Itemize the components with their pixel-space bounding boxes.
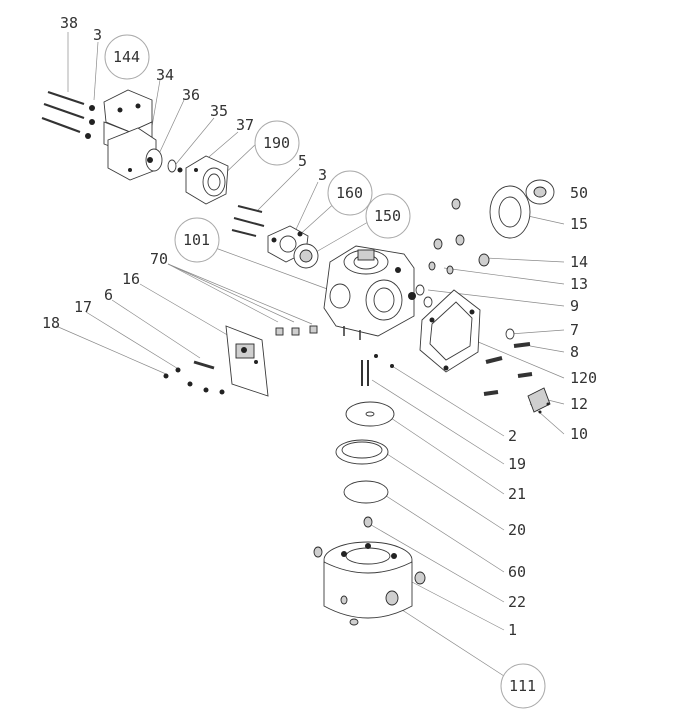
part-disc-50	[525, 179, 555, 205]
label-16: 16	[122, 270, 140, 288]
label-7: 7	[570, 321, 579, 339]
part-studs-5	[231, 205, 265, 237]
part-spring-22	[363, 516, 373, 528]
part-plate-16	[225, 325, 269, 397]
label-13: 13	[570, 275, 588, 293]
part-pump-housing-34	[107, 127, 163, 181]
leader-lines	[55, 32, 565, 677]
part-diaphragm-21	[345, 401, 395, 427]
label-12: 12	[570, 395, 588, 413]
part-orings-9	[415, 284, 433, 308]
label-70: 70	[150, 250, 168, 268]
label-35: 35	[210, 102, 228, 120]
part-ring-20	[335, 439, 389, 465]
part-seal-36	[167, 159, 183, 173]
label-19: 19	[508, 455, 526, 473]
label-144: 144	[113, 48, 140, 66]
label-36: 36	[182, 86, 200, 104]
label-3-upper: 3	[93, 26, 102, 44]
label-5: 5	[298, 152, 307, 170]
label-21: 21	[508, 485, 526, 503]
label-17: 17	[74, 298, 92, 316]
label-10: 10	[570, 425, 588, 443]
part-cover-120	[419, 289, 481, 373]
part-screws-70	[275, 325, 318, 336]
label-111: 111	[509, 677, 536, 695]
label-bubbles	[104, 34, 546, 709]
label-50: 50	[570, 184, 588, 202]
label-1: 1	[508, 621, 517, 639]
label-60: 60	[508, 563, 526, 581]
label-3-lower: 3	[318, 166, 327, 184]
part-nuts-14	[433, 198, 490, 267]
label-14: 14	[570, 253, 588, 271]
label-160: 160	[336, 184, 363, 202]
part-pin-6	[163, 360, 225, 395]
label-190: 190	[263, 134, 290, 152]
part-lower-housing-1	[313, 541, 426, 626]
label-6: 6	[104, 286, 113, 304]
part-membrane-60	[343, 480, 389, 504]
part-gasket-15	[489, 185, 531, 239]
part-valve-block-101	[323, 245, 416, 340]
label-9: 9	[570, 297, 579, 315]
label-8: 8	[570, 343, 579, 361]
part-labels: 38 3 144 34 36 35 37 190 5 3 160 150 101…	[42, 14, 597, 695]
part-long-bolts	[41, 90, 95, 139]
label-120: 120	[570, 369, 597, 387]
label-38: 38	[60, 14, 78, 32]
part-pump-body-35	[185, 155, 229, 205]
label-20: 20	[508, 521, 526, 539]
part-pins-2	[361, 354, 394, 386]
label-34: 34	[156, 66, 174, 84]
part-coupling-150	[293, 243, 319, 269]
part-washers-13	[428, 261, 454, 275]
label-150: 150	[374, 207, 401, 225]
label-2: 2	[508, 427, 517, 445]
part-bracket-12	[527, 387, 551, 414]
label-101: 101	[183, 231, 210, 249]
part-bolts-8	[483, 328, 533, 396]
label-22: 22	[508, 593, 526, 611]
label-18: 18	[42, 314, 60, 332]
label-15: 15	[570, 215, 588, 233]
label-37: 37	[236, 116, 254, 134]
